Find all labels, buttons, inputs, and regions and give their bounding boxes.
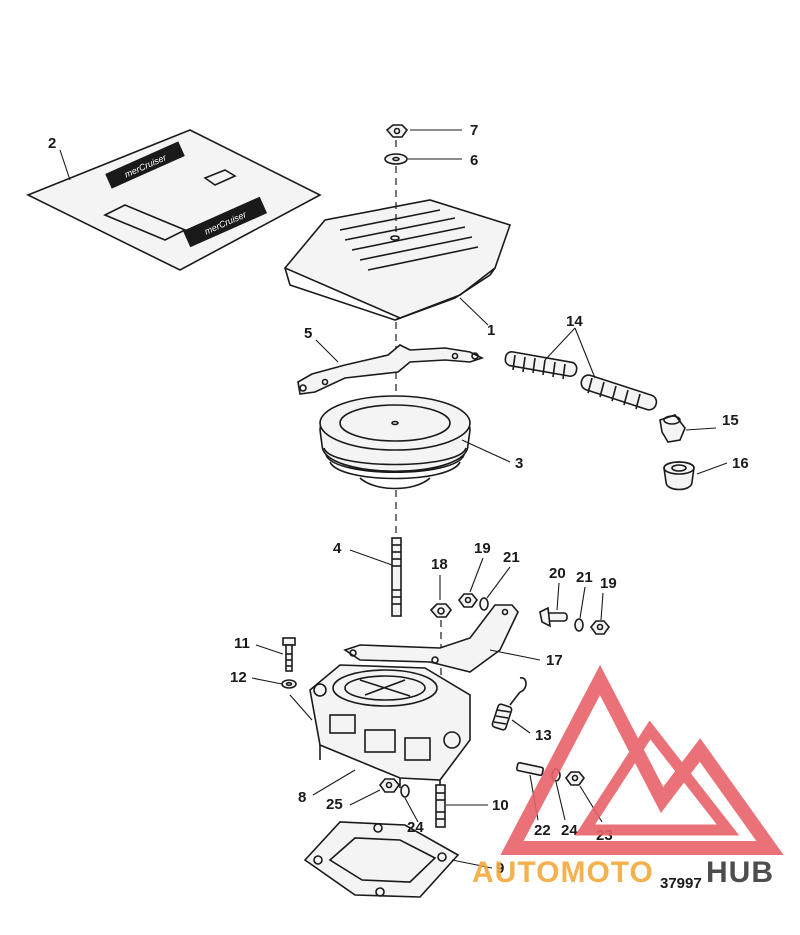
label-10: 10	[492, 797, 509, 814]
watermark-triangle-inner	[574, 720, 740, 836]
label-18: 18	[431, 556, 448, 573]
label-16: 16	[732, 455, 749, 472]
grommet	[663, 461, 695, 491]
ball-stud-20	[539, 606, 568, 628]
decal-sheet: merCruiser merCruiser	[26, 129, 322, 271]
label-1: 1	[487, 322, 495, 339]
label-15: 15	[722, 412, 739, 429]
label-19-left: 19	[474, 540, 491, 557]
label-21-left: 21	[503, 549, 520, 566]
label-22: 22	[534, 822, 551, 839]
part-labels: 7 6 2 1 5 14 15 16 3 4 18 19 21 20 21 19…	[48, 122, 749, 877]
stud-22	[516, 761, 544, 777]
label-25: 25	[326, 796, 343, 813]
watermark-text-hub: HUB	[706, 856, 774, 889]
label-2: 2	[48, 135, 56, 152]
bolt-11	[282, 637, 296, 672]
label-12: 12	[230, 669, 247, 686]
label-5: 5	[304, 325, 312, 342]
label-21-right: 21	[576, 569, 593, 586]
watermark-triangle-outer	[500, 664, 784, 855]
stud	[391, 537, 402, 617]
label-7: 7	[470, 122, 478, 139]
figure-number: 37997	[660, 875, 702, 892]
gasket	[303, 821, 460, 898]
nut-18	[429, 603, 453, 618]
nut-19-left	[457, 593, 479, 608]
label-20: 20	[549, 565, 566, 582]
air-cleaner-cover	[283, 199, 512, 321]
stud-10	[435, 784, 446, 828]
label-24-right: 24	[561, 822, 578, 839]
label-11: 11	[234, 635, 250, 652]
washer	[384, 153, 408, 165]
hose-upper	[504, 351, 578, 380]
hose-lower	[580, 374, 658, 411]
air-filter-element	[319, 395, 471, 490]
label-24-left: 24	[407, 819, 424, 836]
label-3: 3	[515, 455, 523, 472]
nut-23	[564, 771, 586, 786]
label-14: 14	[566, 313, 583, 330]
spring	[491, 677, 527, 731]
carburetor	[309, 664, 471, 790]
lock-washer-12	[281, 679, 297, 689]
label-17: 17	[546, 652, 563, 669]
washer-24-left	[400, 784, 410, 798]
mounting-bracket	[297, 344, 485, 395]
label-19-right: 19	[600, 575, 617, 592]
throttle-bracket	[343, 604, 519, 673]
label-13: 13	[535, 727, 552, 744]
washer-21-left	[479, 597, 489, 611]
elbow-fitting	[659, 414, 686, 443]
label-9: 9	[496, 860, 504, 877]
label-4: 4	[333, 540, 342, 557]
nut-19-right	[589, 620, 611, 635]
nut-25	[378, 778, 401, 793]
watermark-logo: AUTOMOTO HUB	[472, 664, 784, 889]
watermark-text-auto: AUTOMOTO	[472, 856, 654, 889]
washer-21-right	[574, 618, 584, 632]
label-6: 6	[470, 152, 478, 169]
wing-nut	[385, 124, 409, 138]
label-8: 8	[298, 789, 306, 806]
